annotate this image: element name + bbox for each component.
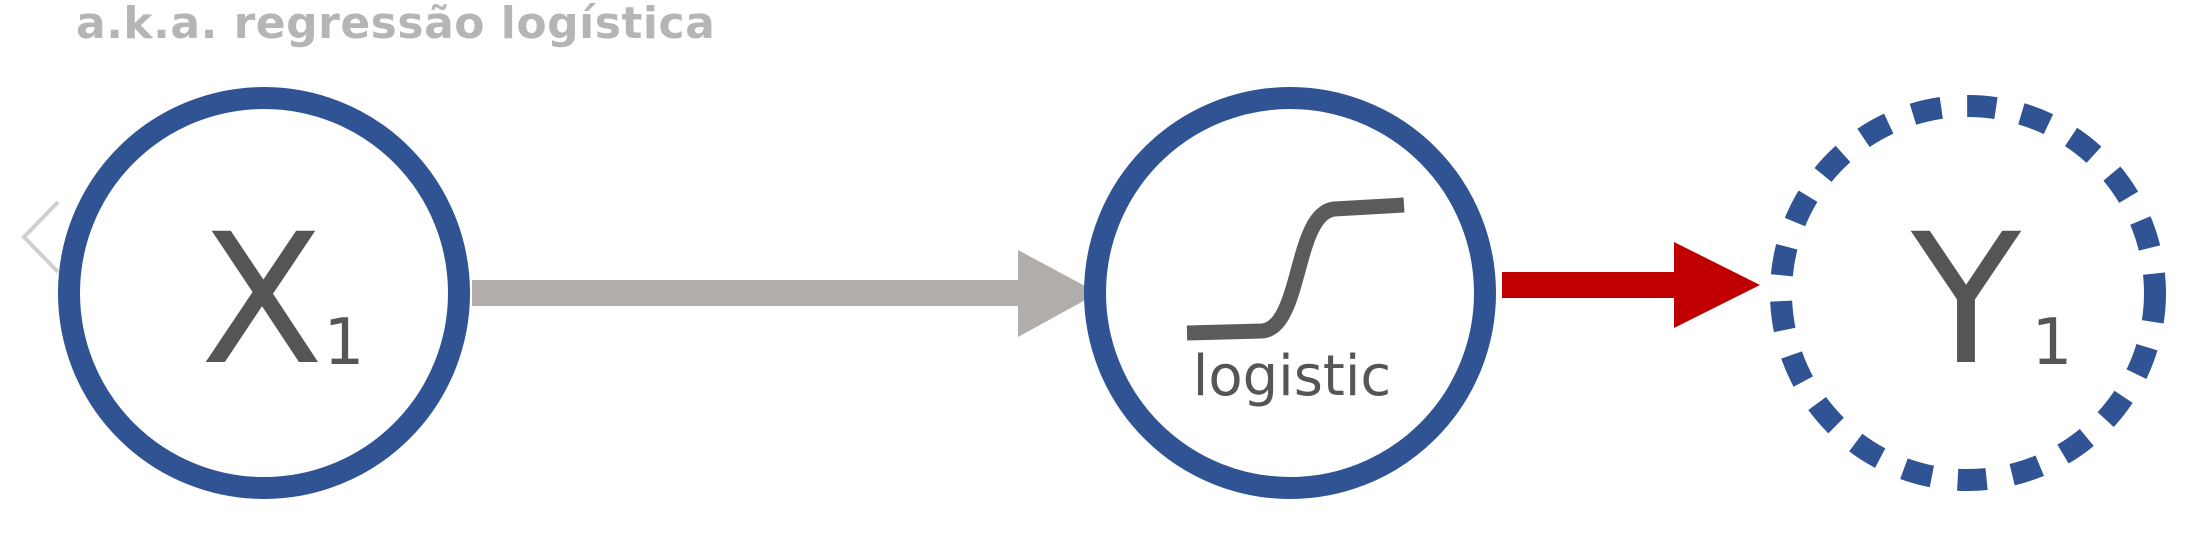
- input-node: X 1: [58, 87, 470, 499]
- input-node-subscript: 1: [324, 306, 365, 380]
- activation-node: logistic: [1084, 87, 1496, 499]
- output-node-subscript: 1: [2032, 306, 2073, 380]
- output-node-ring: [1770, 95, 2166, 491]
- output-node-symbol: Y: [1910, 196, 2022, 405]
- subtitle: a.k.a. regressão logística: [76, 0, 716, 49]
- output-arrow: [1502, 242, 1760, 328]
- sigmoid-curve-icon: [1186, 197, 1405, 341]
- input-node-symbol: X: [200, 196, 323, 405]
- input-node-ring: [58, 87, 470, 499]
- chevron-left-icon[interactable]: [21, 200, 60, 274]
- output-node: Y 1: [1770, 95, 2166, 491]
- activation-node-label: logistic: [1193, 344, 1391, 409]
- input-arrow: [472, 250, 1098, 337]
